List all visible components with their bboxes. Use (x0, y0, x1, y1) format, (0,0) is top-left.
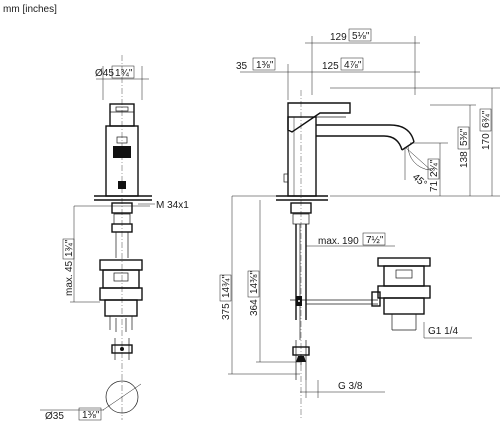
dim-max-190-prefix: max. (318, 236, 340, 247)
dim-max-190-in: 7½" (366, 235, 384, 246)
side-view: 129 5⅛" 35 1⅜" 125 4⅞" 45° (219, 28, 500, 420)
dim-71-in: 2¾" (429, 159, 440, 177)
dim-diameter-35-mm: Ø35 (45, 411, 64, 422)
dim-364-in: 14⅜" (249, 271, 260, 294)
dim-138-mm: 138 (459, 151, 470, 168)
dim-thread-m34: M 34x1 (156, 200, 189, 211)
dim-375-mm: 375 (221, 303, 232, 320)
dim-diameter-45-mm: Ø45 (95, 68, 114, 79)
dim-max-45-mm: 45 (64, 260, 75, 272)
dim-125-mm: 125 (322, 61, 339, 72)
dim-35-mm: 35 (236, 61, 248, 72)
dim-71-mm: 71 (429, 180, 440, 192)
dim-g-3-8: G 3/8 (338, 381, 363, 392)
dim-125-in: 4⅞" (344, 60, 362, 71)
dim-angle-45: 45° (410, 172, 429, 190)
dim-diameter-45-in: 1¾" (115, 68, 133, 79)
dim-170-mm: 170 (481, 133, 492, 150)
dim-170-in: 6¾" (481, 110, 492, 128)
dim-364-mm: 364 (249, 299, 260, 316)
dim-max-190-mm: 190 (342, 236, 359, 247)
units-note: mm [inches] (3, 4, 57, 15)
dim-35-in: 1⅜" (256, 60, 274, 71)
front-view: Ø45 1¾" M 34x1 max. 45 1¾" (40, 55, 189, 422)
dim-max-45-prefix: max. (64, 274, 75, 296)
dim-max-45-in: 1¾" (64, 239, 75, 257)
dim-129-mm: 129 (330, 32, 347, 43)
dim-129-in: 5⅛" (352, 31, 370, 42)
dim-375-in: 14¾" (221, 275, 232, 298)
dim-diameter-35-in: 1⅜" (82, 410, 100, 421)
dim-138-in: 5⅜" (459, 128, 470, 146)
dim-g1-1-4: G1 1/4 (428, 326, 458, 337)
